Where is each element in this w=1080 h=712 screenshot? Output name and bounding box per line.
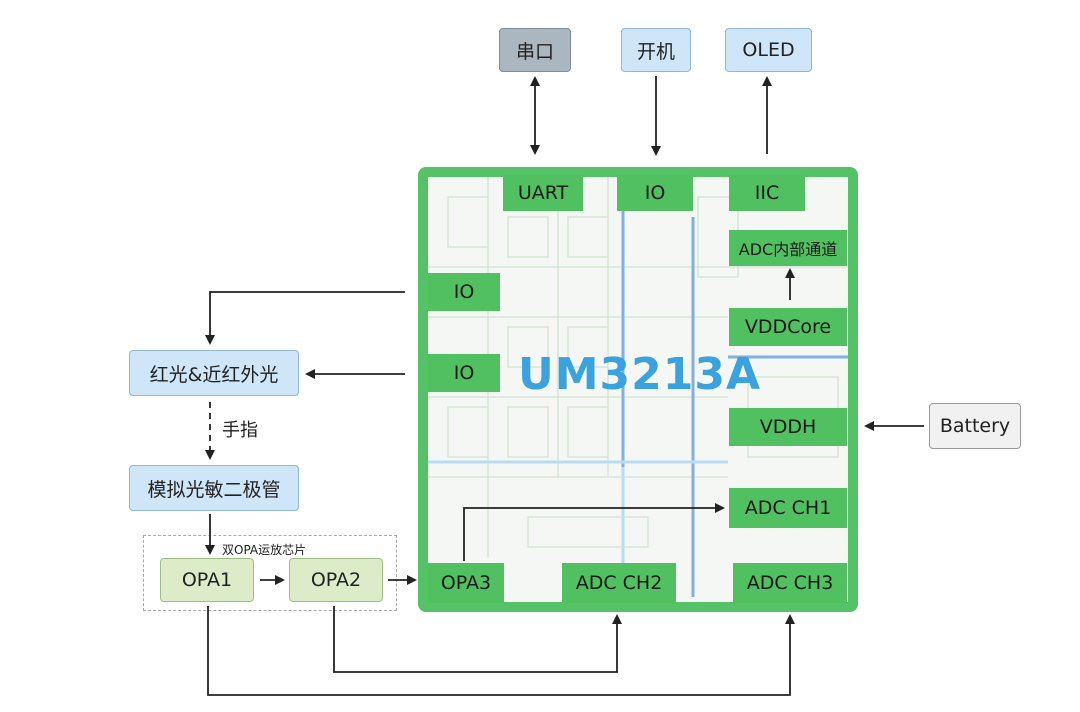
vddh-block: VDDH [729, 408, 847, 446]
photodiode-box: 模拟光敏二极管 [129, 465, 299, 511]
io-left-block-2: IO [428, 354, 500, 392]
battery-box: Battery [929, 403, 1021, 449]
uart-block: UART [503, 175, 583, 211]
uart-port-box: 串口 [499, 28, 571, 72]
opa1-adcch3-wire [207, 606, 795, 696]
adc-ch1-block: ADC CH1 [729, 488, 847, 528]
dual-opa-label: 双OPA运放芯片 [222, 543, 307, 557]
io-left-block-1: IO [428, 273, 500, 311]
opa1-box: OPA1 [160, 558, 254, 602]
chip-title: UM3213A [518, 349, 762, 400]
dual-opa-chip-frame [143, 535, 397, 611]
power-on-box: 开机 [621, 28, 691, 72]
adc-ch2-block: ADC CH2 [562, 563, 676, 603]
adc-ch3-block: ADC CH3 [733, 563, 847, 603]
oled-box: OLED [725, 28, 812, 72]
opa3-block: OPA3 [428, 563, 504, 603]
opa2-adcch2-wire [333, 606, 622, 673]
iic-block: IIC [729, 175, 805, 211]
finger-label: 手指 [222, 420, 258, 441]
opa2-box: OPA2 [289, 558, 383, 602]
io-top-block: IO [617, 175, 693, 211]
adc-internal-block: ADC内部通道 [729, 230, 847, 266]
io1-led-wire [205, 291, 405, 345]
die-pattern [428, 177, 848, 597]
vddcore-block: VDDCore [729, 308, 847, 346]
opa3-adcch1-wire [463, 503, 725, 561]
led-light-box: 红光&近红外光 [129, 350, 299, 396]
